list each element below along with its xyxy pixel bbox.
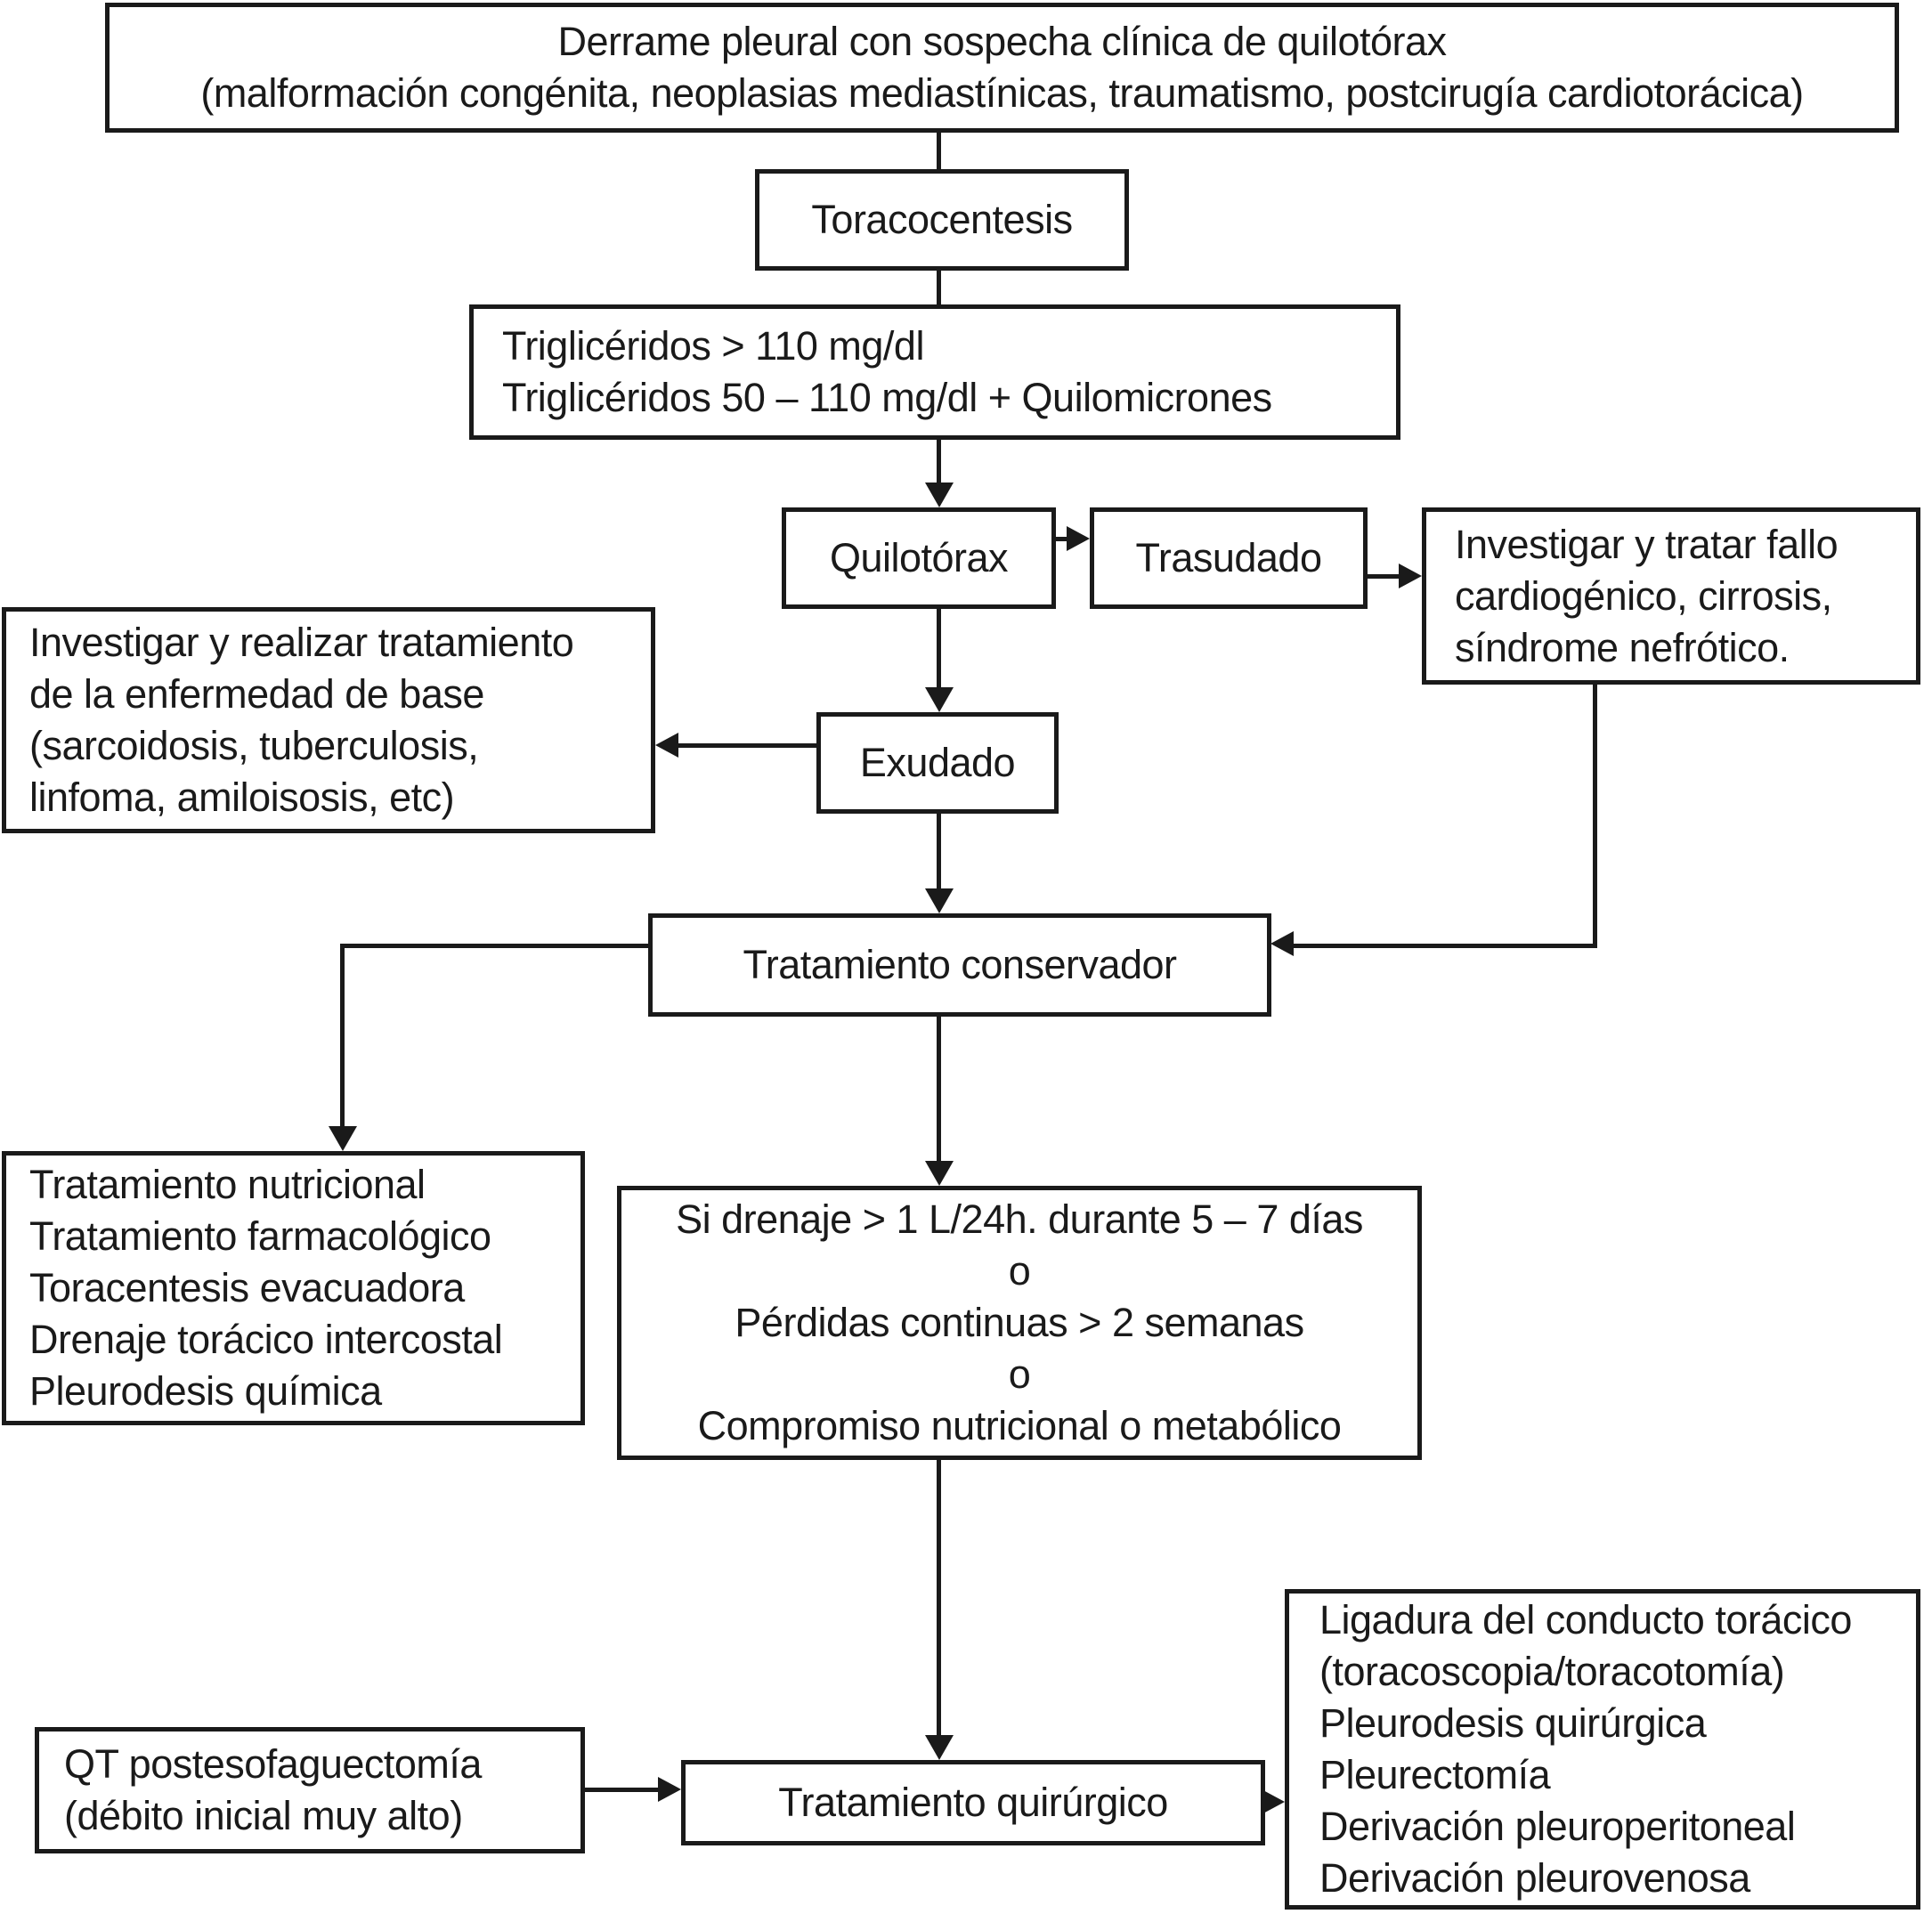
connector-criterios-quirurgico — [937, 1460, 941, 1737]
box-trigliceridos-line-2: Triglicéridos 50 – 110 mg/dl + Quilomicr… — [502, 375, 1272, 420]
connector-qt-quirurgico — [585, 1788, 660, 1792]
arrowhead-right-tecnicas-icon — [1262, 1789, 1285, 1814]
arrowhead-down-conservador-icon — [925, 888, 954, 913]
connector-conservador-tratamientos-horizontal — [340, 944, 648, 948]
box-trigliceridos-line-1: Triglicéridos > 110 mg/dl — [502, 323, 924, 369]
arrowhead-right-trasudado-icon — [1067, 526, 1090, 551]
box-enfermedad-base-line-1: Investigar y realizar tratamiento — [29, 620, 574, 665]
box-tratamientos-line-2: Tratamiento farmacológico — [29, 1213, 491, 1259]
connector-toracocentesis-trigliceridos — [937, 271, 941, 304]
box-criterios-line-4: o — [1008, 1351, 1031, 1397]
connector-derrame-toracocentesis — [937, 132, 941, 169]
arrowhead-down-exudado-icon — [925, 687, 954, 712]
box-enfermedad-base: Investigar y realizar tratamiento de la … — [2, 607, 655, 833]
box-enfermedad-base-line-4: linfoma, amiloisosis, etc) — [29, 775, 455, 820]
arrowhead-right-investigar-icon — [1399, 564, 1422, 588]
box-exudado-label: Exudado — [859, 740, 1016, 785]
connector-exudado-enfermedad-base — [677, 743, 816, 748]
arrowhead-down-quirurgico-icon — [925, 1735, 954, 1760]
box-criterios-line-3: Pérdidas continuas > 2 semanas — [735, 1300, 1304, 1345]
box-tecnicas-line-2: (toracoscopia/toracotomía) — [1319, 1649, 1785, 1694]
arrowhead-left-enfermedad-base-icon — [655, 733, 678, 758]
box-conservador-label: Tratamiento conservador — [743, 942, 1177, 987]
connector-trasudado-investigar — [1368, 574, 1400, 579]
box-exudado: Exudado — [816, 712, 1059, 814]
box-tecnicas-quirurgicas: Ligadura del conducto torácico (toracosc… — [1285, 1589, 1920, 1910]
box-tratamientos-conservadores: Tratamiento nutricional Tratamiento farm… — [2, 1151, 585, 1425]
box-qt-line-1: QT postesofaguectomía — [64, 1741, 482, 1787]
box-toracocentesis: Toracocentesis — [755, 169, 1129, 271]
box-trasudado: Trasudado — [1090, 507, 1368, 609]
box-derrame-line-1: Derrame pleural con sospecha clínica de … — [557, 19, 1447, 64]
box-criterios-fracaso: Si drenaje > 1 L/24h. durante 5 – 7 días… — [617, 1186, 1422, 1460]
box-qt-postesofaguectomia: QT postesofaguectomía (débito inicial mu… — [35, 1727, 585, 1853]
connector-conservador-tratamientos-vertical — [340, 944, 345, 1128]
box-tratamientos-line-3: Toracentesis evacuadora — [29, 1265, 465, 1310]
arrowhead-down-criterios-icon — [925, 1161, 954, 1186]
box-tratamiento-quirurgico: Tratamiento quirúrgico — [681, 1760, 1265, 1845]
box-enfermedad-base-line-2: de la enfermedad de base — [29, 671, 484, 717]
connector-exudado-conservador — [937, 814, 941, 890]
connector-quilotorax-trasudado — [1056, 537, 1068, 541]
arrowhead-right-quirurgico-icon — [658, 1777, 681, 1802]
arrowhead-down-tratamientos-icon — [329, 1126, 357, 1151]
box-derrame-line-2: (malformación congénita, neoplasias medi… — [200, 70, 1804, 116]
box-trigliceridos: Triglicéridos > 110 mg/dl Triglicéridos … — [469, 304, 1400, 440]
connector-trigliceridos-quilotorax — [937, 440, 941, 484]
box-derrame-pleural: Derrame pleural con sospecha clínica de … — [105, 3, 1899, 133]
connector-quilotorax-exudado — [937, 609, 941, 689]
box-tecnicas-line-5: Derivación pleuroperitoneal — [1319, 1804, 1796, 1849]
box-criterios-line-1: Si drenaje > 1 L/24h. durante 5 – 7 días — [676, 1196, 1363, 1242]
box-criterios-line-2: o — [1008, 1248, 1031, 1294]
connector-investigar-conservador-horizontal — [1294, 944, 1597, 948]
connector-conservador-criterios — [937, 1017, 941, 1163]
connector-investigar-conservador-vertical — [1593, 685, 1597, 948]
box-quirurgico-label: Tratamiento quirúrgico — [778, 1780, 1168, 1825]
box-tecnicas-line-3: Pleurodesis quirúrgica — [1319, 1700, 1707, 1746]
box-investigar-tratar-line-2: cardiogénico, cirrosis, — [1455, 572, 1832, 619]
box-tratamientos-line-1: Tratamiento nutricional — [29, 1162, 426, 1207]
box-quilotorax: Quilotórax — [782, 507, 1056, 609]
box-investigar-tratar-fallo: Investigar y tratar fallo cardiogénico, … — [1422, 507, 1920, 685]
box-trasudado-label: Trasudado — [1135, 535, 1322, 580]
box-investigar-tratar-line-3: síndrome nefrótico. — [1455, 624, 1790, 670]
box-tratamientos-line-4: Drenaje torácico intercostal — [29, 1317, 503, 1362]
box-quilotorax-label: Quilotórax — [829, 535, 1009, 580]
box-qt-line-2: (débito inicial muy alto) — [64, 1793, 463, 1838]
arrowhead-left-conservador-icon — [1270, 931, 1294, 956]
box-tecnicas-line-4: Pleurectomía — [1319, 1752, 1551, 1797]
box-tecnicas-line-6: Derivación pleurovenosa — [1319, 1855, 1750, 1901]
box-tratamientos-line-5: Pleurodesis química — [29, 1368, 382, 1414]
box-criterios-line-5: Compromiso nutricional o metabólico — [697, 1403, 1342, 1448]
box-tratamiento-conservador: Tratamiento conservador — [648, 913, 1271, 1017]
box-investigar-tratar-line-1: Investigar y tratar fallo — [1455, 521, 1839, 567]
box-toracocentesis-label: Toracocentesis — [811, 197, 1073, 242]
box-tecnicas-line-1: Ligadura del conducto torácico — [1319, 1597, 1852, 1642]
box-enfermedad-base-line-3: (sarcoidosis, tuberculosis, — [29, 723, 479, 768]
arrowhead-down-quilotorax-icon — [925, 483, 954, 507]
